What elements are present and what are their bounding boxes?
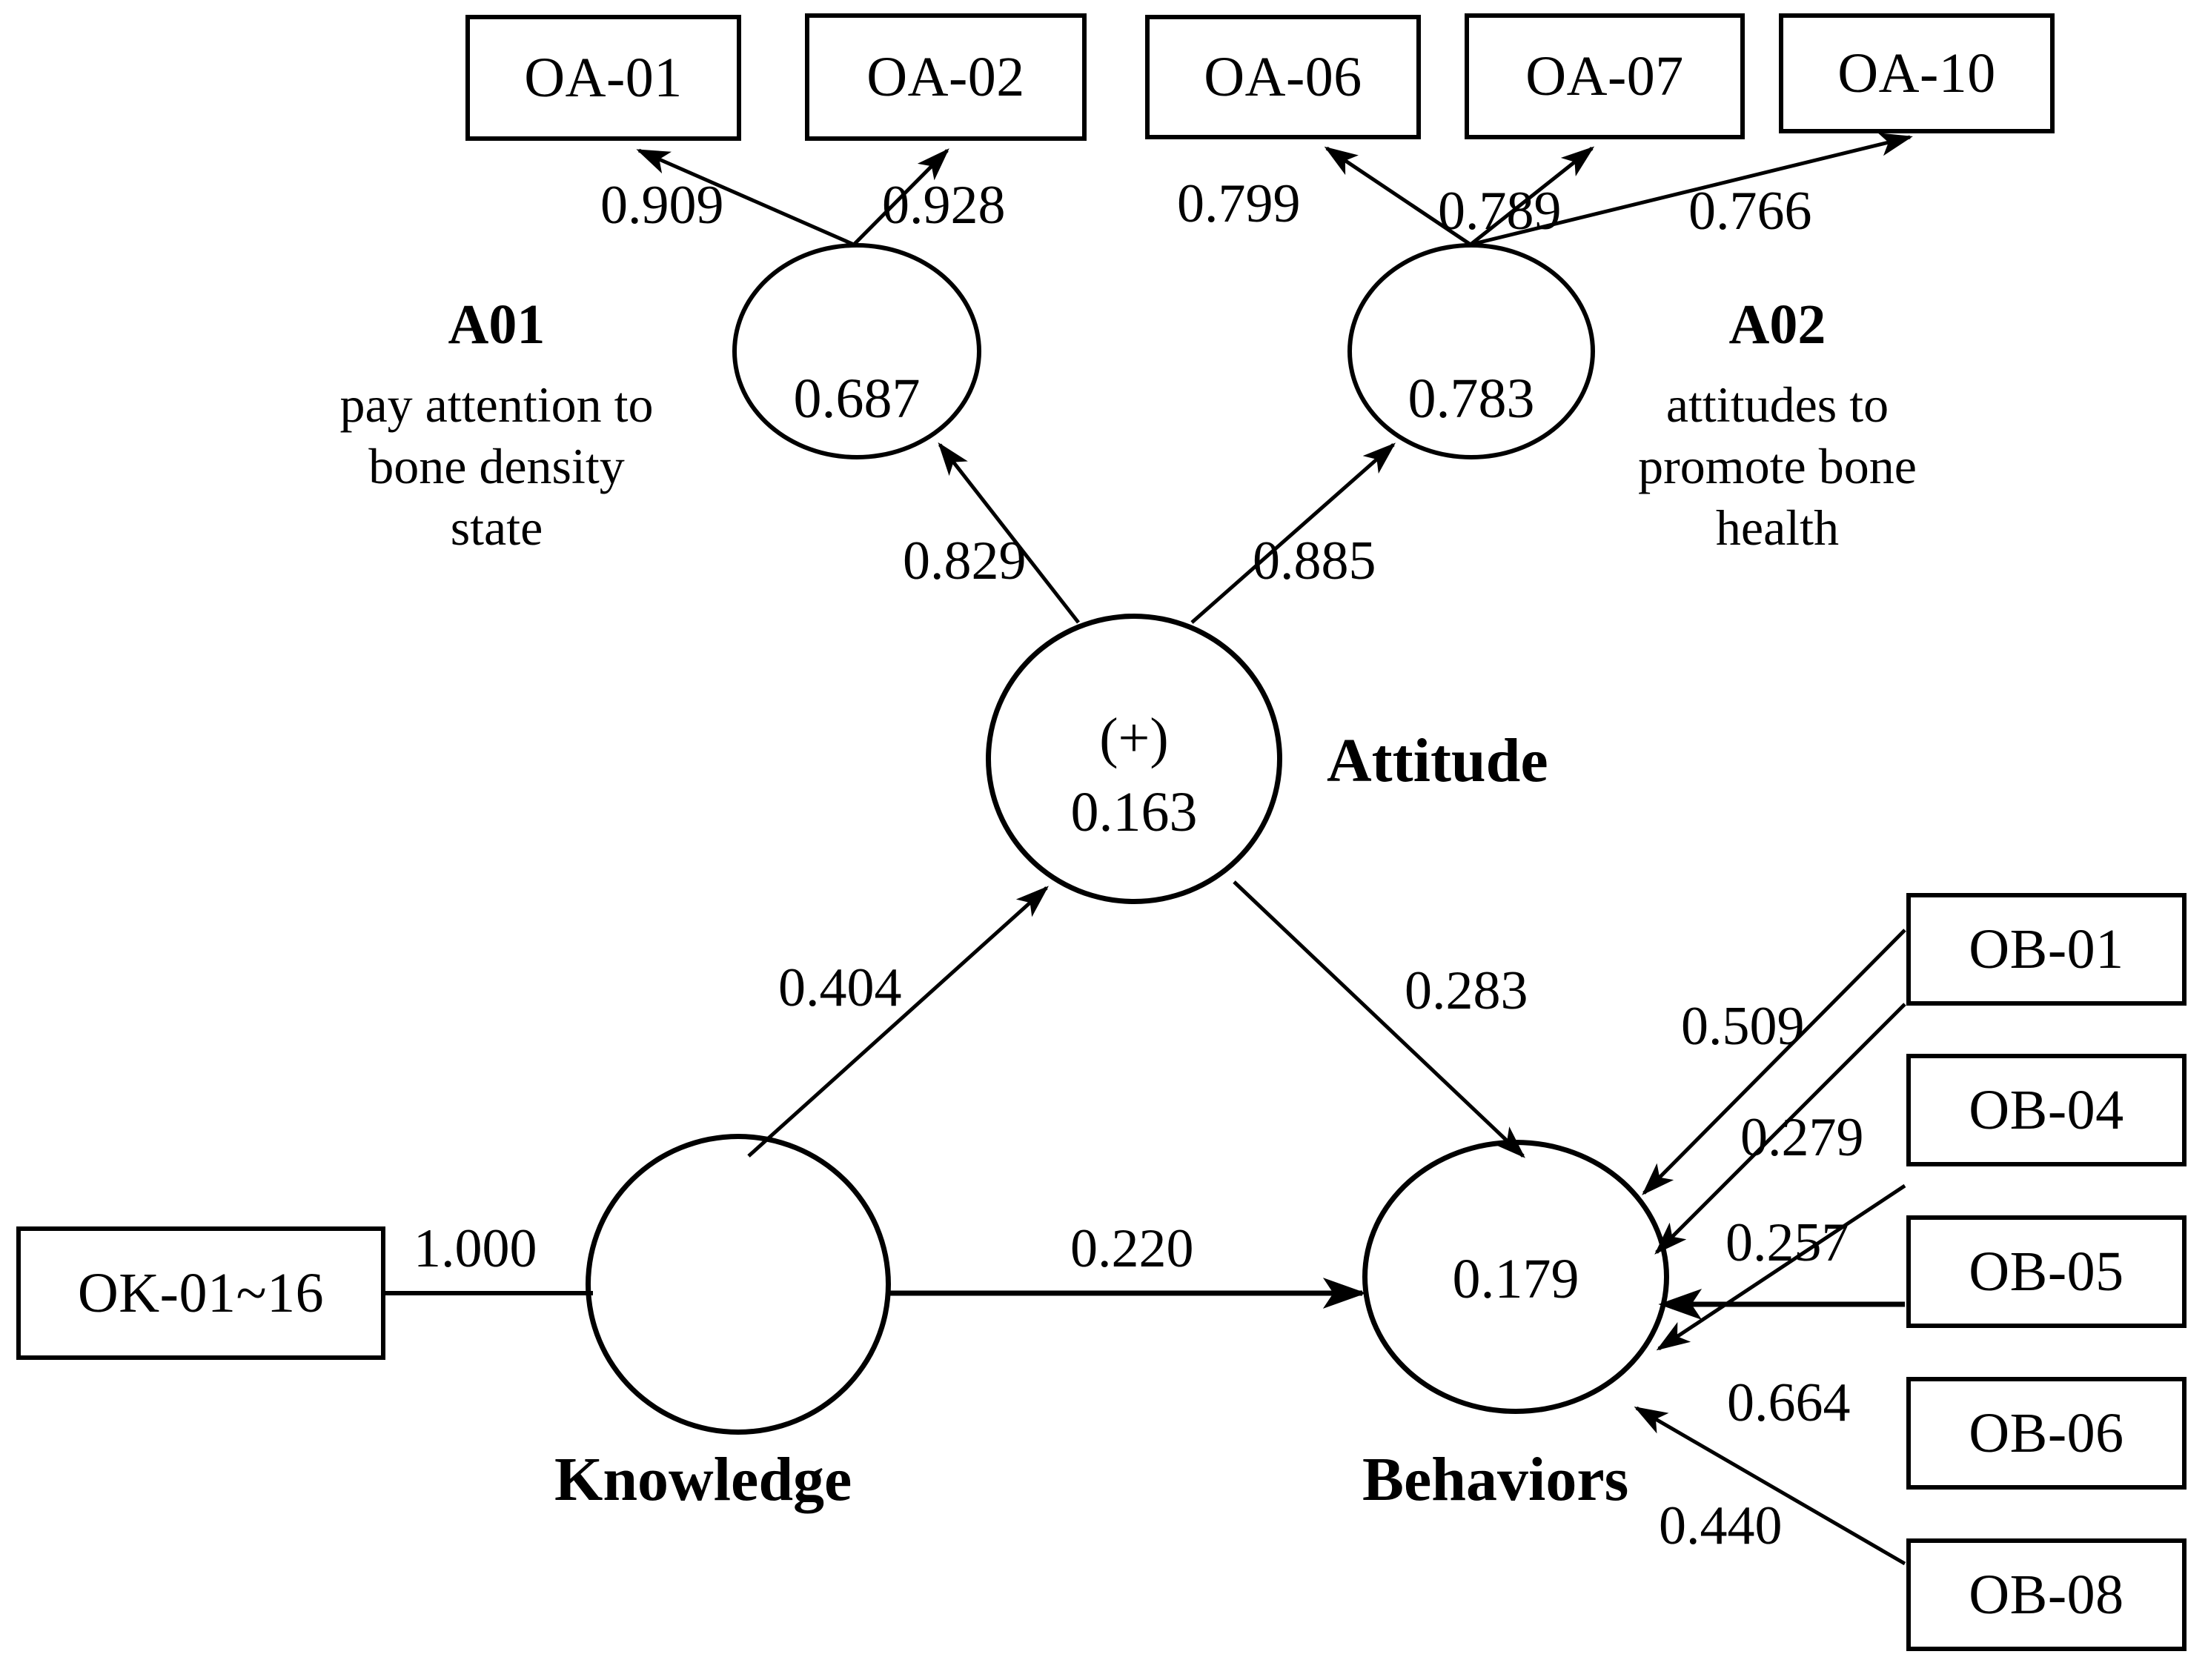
observed-box-oa01[interactable]: OA-01 <box>465 15 741 141</box>
coefficient-a01-oa02: 0.928 <box>882 175 1006 236</box>
coefficient-a02-oa06: 0.799 <box>1177 173 1301 234</box>
observed-box-oa07[interactable]: OA-07 <box>1465 13 1745 139</box>
arrow-ob06-to-behaviors <box>1656 1183 1906 1351</box>
construct-name-attitude: Attitude <box>1327 726 1548 795</box>
observed-box-label: OB-06 <box>1969 1402 2124 1464</box>
construct-name-behaviors: Behaviors <box>1362 1445 1629 1514</box>
factor-desc-a01: pay attention to bone density state <box>245 374 749 559</box>
coefficient-ob04-behaviors: 0.279 <box>1740 1107 1864 1168</box>
observed-box-label: OB-05 <box>1969 1241 2124 1303</box>
coefficient-attitude-a02: 0.885 <box>1253 531 1376 591</box>
coefficient-knowledge-behaviors: 0.220 <box>1070 1218 1194 1279</box>
coefficient-a02-oa10: 0.766 <box>1688 181 1812 242</box>
observed-box-label: OA-10 <box>1837 42 1996 104</box>
factor-title-a01: A01 <box>448 293 546 356</box>
construct-name-knowledge: Knowledge <box>554 1445 852 1514</box>
observed-box-label: OA-02 <box>866 46 1025 108</box>
observed-box-ob05[interactable]: OB-05 <box>1906 1215 2187 1328</box>
arrow-ob01-to-behaviors <box>1642 929 1906 1195</box>
attitude-sign: (+) <box>1099 707 1169 769</box>
coefficient-a02-oa07: 0.789 <box>1438 181 1562 242</box>
factor-desc-a02-line1: attitudes to <box>1665 376 1889 433</box>
factor-title-a02: A02 <box>1728 293 1826 356</box>
coefficient-ob05-behaviors: 0.257 <box>1725 1212 1849 1273</box>
factor-desc-a02: attitudes to promote bone health <box>1525 374 2029 559</box>
latent-circle-behaviors[interactable] <box>1362 1140 1669 1414</box>
coefficient-ob01-behaviors: 0.509 <box>1681 996 1805 1057</box>
arrow-a01-to-oa01 <box>636 148 855 247</box>
factor-desc-a01-line3: state <box>450 499 543 556</box>
arrow-a02-to-oa07 <box>1469 146 1595 246</box>
observed-box-ob01[interactable]: OB-01 <box>1906 893 2187 1006</box>
observed-box-ok0116[interactable]: OK-01~16 <box>16 1226 385 1360</box>
observed-box-ob08[interactable]: OB-08 <box>1906 1538 2187 1651</box>
observed-box-label: OB-01 <box>1969 918 2124 980</box>
factor-desc-a02-line3: health <box>1715 499 1840 556</box>
observed-box-label: OA-06 <box>1204 46 1362 108</box>
arrow-ob08-to-behaviors <box>1634 1406 1906 1566</box>
observed-box-oa06[interactable]: OA-06 <box>1145 15 1421 139</box>
arrow-knowledge-to-attitude <box>747 886 1049 1158</box>
observed-box-label: OB-04 <box>1969 1079 2124 1141</box>
arrow-a02-to-oa10 <box>1470 133 1913 247</box>
observed-box-label: OK-01~16 <box>77 1262 325 1324</box>
arrow-ob04-to-behaviors <box>1654 1003 1906 1255</box>
observed-box-label: OA-01 <box>524 47 683 109</box>
coefficient-attitude-a01: 0.829 <box>903 531 1027 591</box>
factor-desc-a01-line1: pay attention to <box>339 376 654 433</box>
observed-box-oa10[interactable]: OA-10 <box>1779 13 2055 133</box>
observed-box-label: OB-08 <box>1969 1564 2124 1626</box>
observed-box-oa02[interactable]: OA-02 <box>805 13 1087 141</box>
latent-value-behaviors: 0.179 <box>1452 1248 1579 1310</box>
arrow-attitude-to-a01 <box>938 442 1080 624</box>
observed-box-label: OA-07 <box>1525 45 1684 107</box>
factor-desc-a02-line2: promote bone <box>1638 437 1917 494</box>
latent-value-attitude: 0.163 <box>1070 781 1198 843</box>
arrow-attitude-to-a02 <box>1190 442 1396 624</box>
arrow-a02-to-oa06 <box>1324 146 1472 247</box>
coefficient-attitude-behaviors: 0.283 <box>1405 960 1528 1021</box>
coefficient-ob08-behaviors: 0.440 <box>1659 1495 1783 1556</box>
coefficient-a01-oa01: 0.909 <box>600 175 724 236</box>
observed-box-ob04[interactable]: OB-04 <box>1906 1054 2187 1166</box>
latent-circle-knowledge[interactable] <box>586 1134 891 1435</box>
factor-desc-a01-line2: bone density <box>368 437 625 494</box>
latent-circle-attitude[interactable] <box>986 614 1282 904</box>
observed-box-ob06[interactable]: OB-06 <box>1906 1377 2187 1490</box>
arrow-attitude-to-behaviors <box>1233 880 1525 1158</box>
arrow-a01-to-oa02 <box>852 148 949 246</box>
coefficient-knowledge-attitude: 0.404 <box>778 957 902 1018</box>
latent-value-a02: 0.783 <box>1408 368 1535 430</box>
latent-circle-a01[interactable] <box>732 243 981 459</box>
latent-value-a01: 0.687 <box>793 368 921 430</box>
coefficient-ob06-behaviors: 0.664 <box>1727 1372 1851 1433</box>
latent-circle-a02[interactable] <box>1347 243 1595 459</box>
coefficient-ok-knowledge: 1.000 <box>414 1218 537 1279</box>
